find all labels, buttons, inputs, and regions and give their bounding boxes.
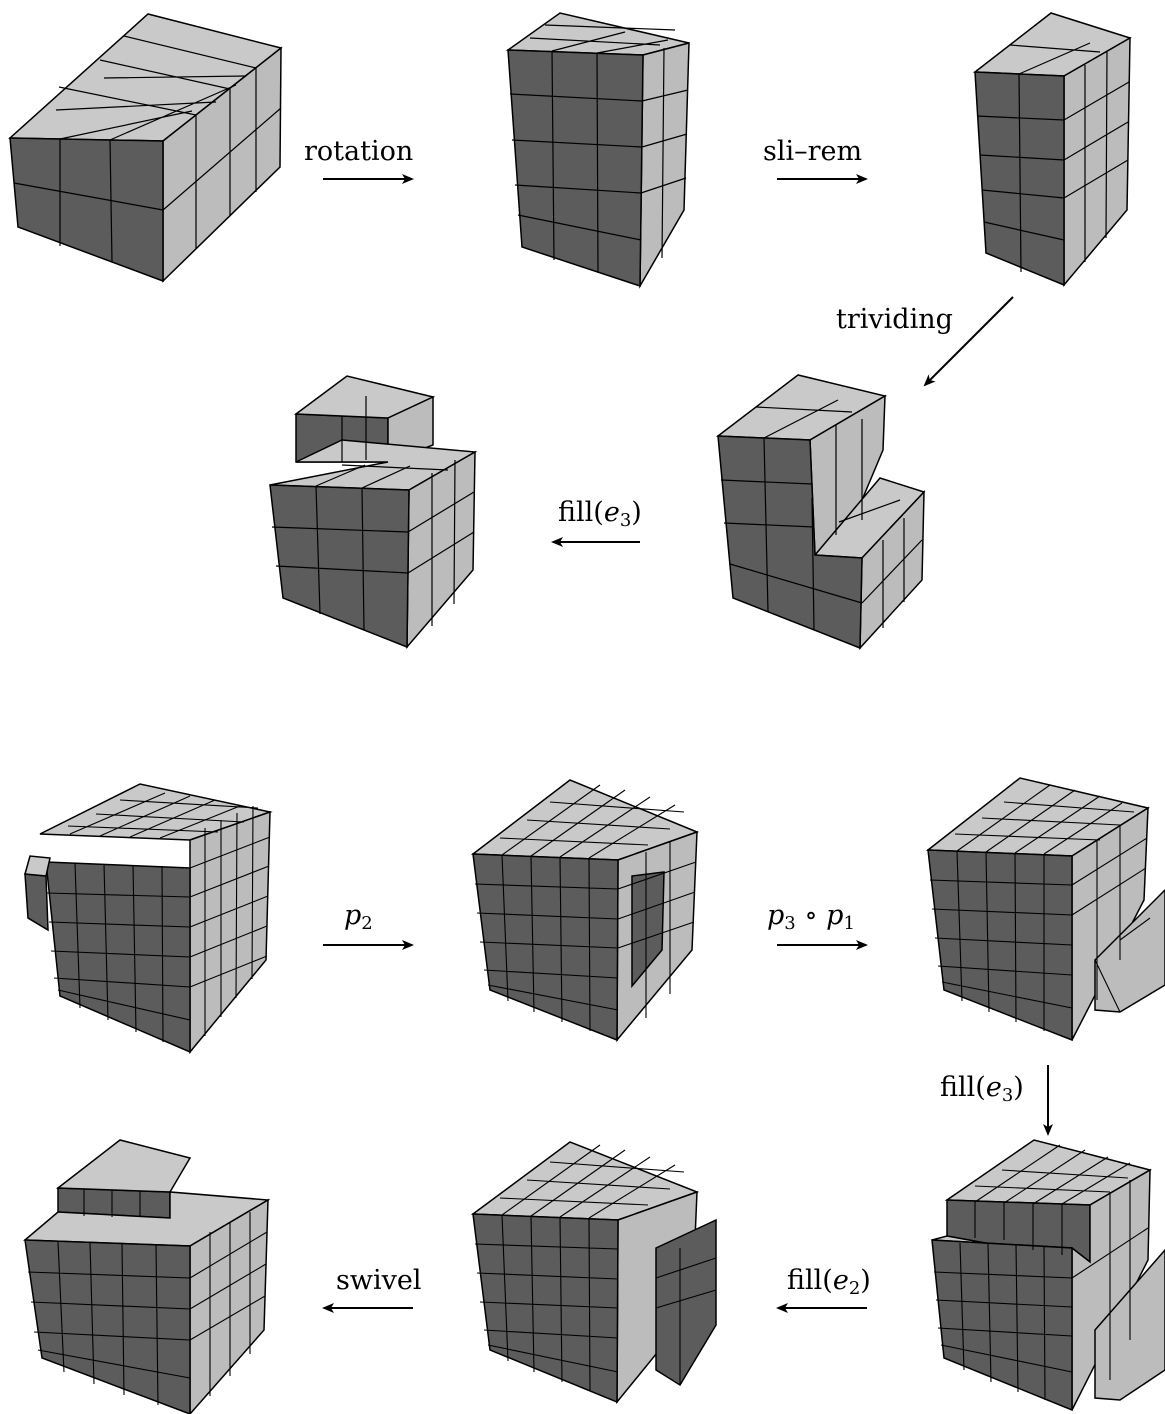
block-1-front <box>10 138 163 281</box>
block-8 <box>928 778 1165 1040</box>
block-10-front <box>473 1214 618 1402</box>
block-3-side <box>1064 38 1130 285</box>
block-5-front <box>270 485 409 647</box>
block-8-front <box>928 850 1072 1040</box>
label-fill-e2: fill(e2) <box>787 1265 871 1299</box>
label-trividing: trividing <box>836 304 953 335</box>
label-fill-e3-b: fill(e3) <box>940 1072 1024 1106</box>
block-10-stair <box>656 1220 716 1385</box>
block-2-front <box>508 50 643 286</box>
label-fill-e3-a: fill(e3) <box>558 497 642 531</box>
block-2 <box>508 13 689 286</box>
block-11 <box>25 1140 268 1414</box>
block-10 <box>473 1142 716 1402</box>
label-p2: p2 <box>344 900 373 934</box>
label-swivel: swivel <box>336 1265 421 1296</box>
arrows <box>323 179 1048 1308</box>
block-3 <box>975 13 1130 285</box>
label-sli-rem: sli–rem <box>763 136 862 167</box>
block-11-front <box>25 1240 190 1414</box>
block-9 <box>932 1140 1165 1410</box>
block-6-front <box>46 862 190 1052</box>
block-6 <box>25 784 270 1052</box>
block-7 <box>473 780 697 1040</box>
block-6-nub-top <box>25 856 50 876</box>
block-11-bump-top <box>58 1140 190 1192</box>
label-rotation: rotation <box>304 136 413 167</box>
block-5 <box>270 376 475 647</box>
label-p3-circ-p1: p3 ∘ p1 <box>767 900 855 934</box>
block-6-nub-front <box>25 874 48 930</box>
block-2-side <box>640 43 689 286</box>
block-1 <box>10 14 281 281</box>
block-6-side <box>190 812 270 1052</box>
block-9-front <box>932 1240 1072 1410</box>
block-4 <box>718 375 924 648</box>
block-2-top <box>508 13 689 55</box>
